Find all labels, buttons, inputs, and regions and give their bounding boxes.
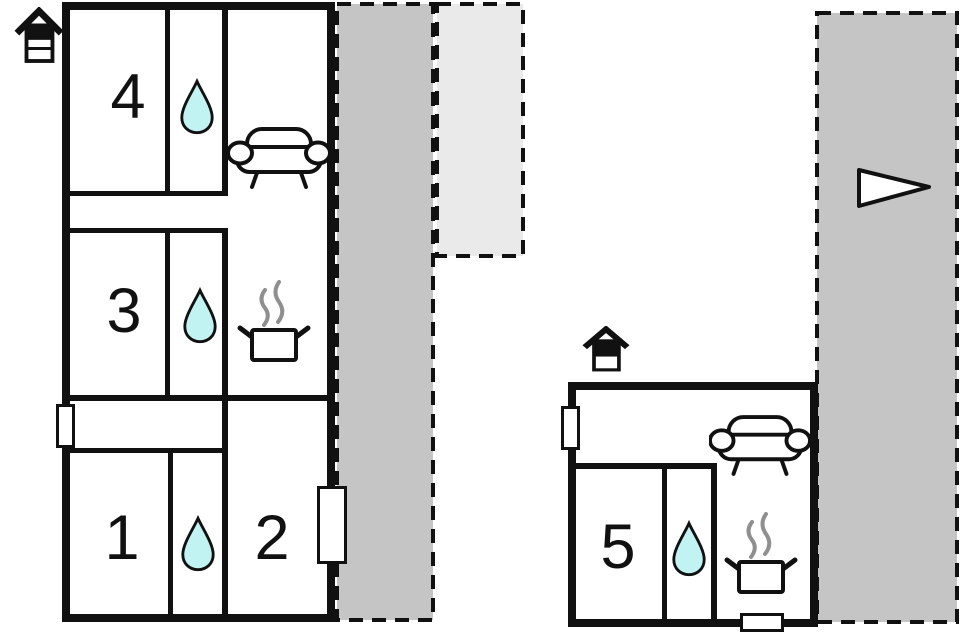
interior-wall (576, 463, 717, 469)
interior-wall (168, 448, 173, 614)
door (740, 613, 784, 632)
interior-wall (70, 448, 228, 453)
room-4-label: 4 (110, 61, 146, 132)
stove-pot-icon (237, 280, 311, 362)
room-1-label: 1 (104, 502, 140, 573)
stove-pot-icon (724, 512, 798, 594)
interior-wall (222, 228, 228, 614)
water-drop-icon (183, 287, 217, 344)
interior-wall (165, 10, 170, 196)
water-drop-icon (180, 78, 214, 135)
room-5-label: 5 (600, 511, 636, 582)
interior-wall (70, 228, 228, 233)
room-3-label: 3 (106, 275, 142, 346)
interior-wall (70, 395, 327, 401)
terrace-left-light (435, 2, 525, 258)
interior-wall (70, 191, 228, 196)
room-2-label: 2 (254, 502, 290, 573)
interior-wall (711, 463, 717, 619)
interior-wall (165, 228, 170, 400)
door (317, 486, 347, 564)
small-house-icon (14, 7, 64, 63)
sofa-icon (227, 127, 331, 189)
interior-wall (662, 463, 667, 619)
terrace-left-dark (335, 2, 435, 622)
small-house-icon (582, 326, 630, 372)
terrace-right (815, 11, 959, 624)
water-drop-icon (181, 515, 215, 572)
window (56, 404, 75, 448)
water-drop-icon (672, 519, 706, 577)
window (561, 406, 580, 450)
interior-wall (222, 10, 228, 196)
arrow-flag-icon (857, 168, 931, 208)
sofa-icon (709, 415, 811, 476)
